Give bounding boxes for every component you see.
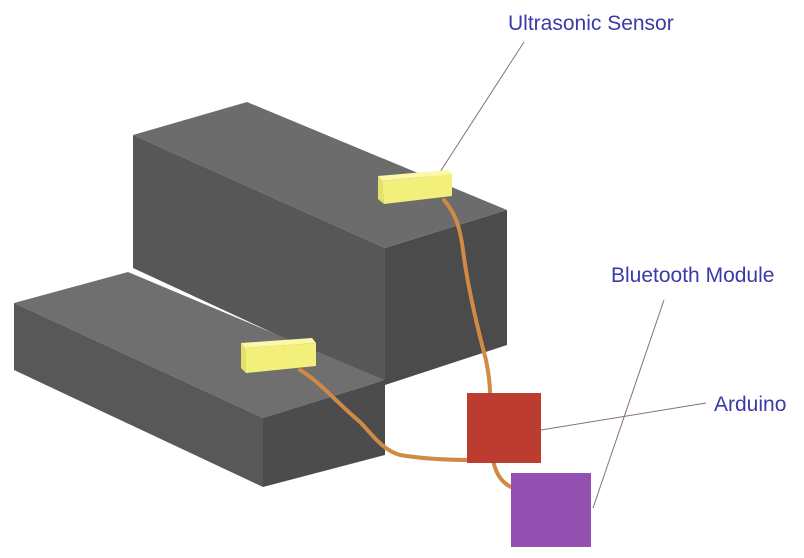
upper-step-side: [385, 210, 507, 385]
upper-sensor-wire: [442, 198, 492, 396]
lower-ultrasonic-sensor: [241, 338, 316, 373]
ultrasonic-leader-line: [439, 41, 525, 173]
leader-lines: [439, 41, 707, 509]
lower-step-side: [263, 380, 385, 487]
upper-sensor-face: [382, 174, 452, 204]
arduino-leader-line: [540, 402, 707, 431]
upper-step: [133, 102, 507, 385]
bluetooth-leader-line: [592, 299, 665, 509]
lower-step: [14, 272, 385, 487]
upper-ultrasonic-sensor: [378, 170, 452, 204]
upper-sensor-front: [378, 176, 384, 204]
lower-step-top: [14, 272, 385, 418]
upper-sensor-top: [378, 170, 452, 181]
upper-step-front: [133, 135, 385, 385]
lower-sensor-face: [245, 343, 316, 373]
bluetooth-module-label: Bluetooth Module: [611, 264, 775, 287]
ultrasonic-sensor-label: Ultrasonic Sensor: [508, 12, 674, 35]
lower-sensor-front: [241, 343, 246, 373]
lower-sensor-wire: [298, 368, 474, 462]
lower-step-front: [14, 303, 263, 487]
bluetooth-module: [511, 473, 591, 547]
arduino-board: [467, 393, 541, 463]
upper-step-top: [133, 102, 507, 248]
arduino-label: Arduino: [714, 393, 787, 416]
lower-sensor-top: [241, 338, 316, 348]
